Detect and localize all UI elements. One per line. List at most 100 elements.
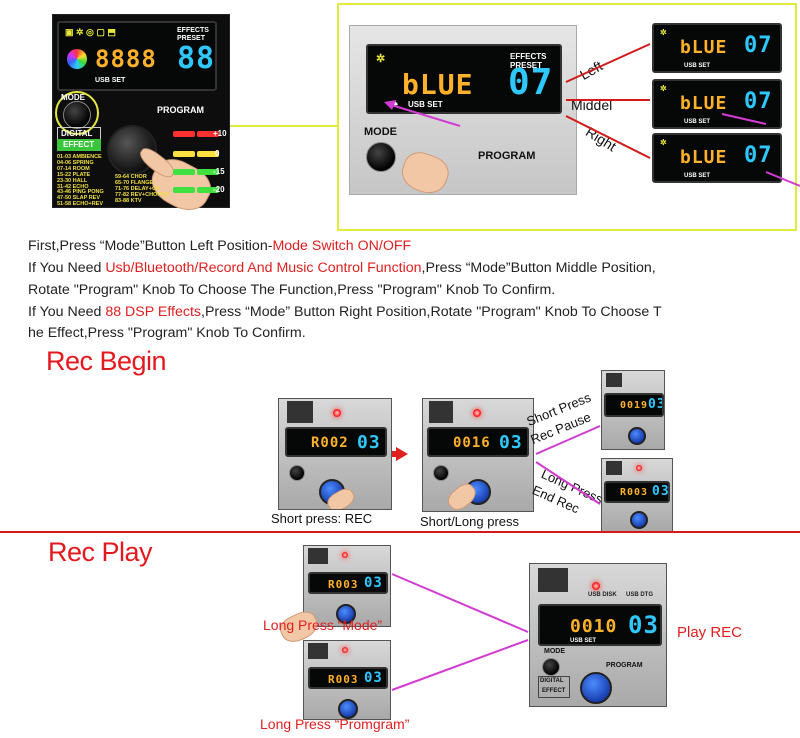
rec-play-panel-1: R003 03: [303, 545, 391, 627]
mode-label: MODE: [61, 93, 85, 102]
status-led: [473, 409, 481, 417]
panel-lcd: 0019 03: [604, 393, 664, 417]
panel-display-orange: R003: [620, 487, 649, 498]
usb-port: [308, 643, 328, 659]
effect-list-item: 01-03 AMBIENCE: [57, 154, 102, 160]
panel-display-cyan: 03: [628, 611, 659, 639]
panel-display-orange: R002: [311, 435, 349, 451]
rec-begin-caption-1: Short press: REC: [271, 511, 373, 526]
status-led: [342, 552, 348, 558]
panel-mode-label: MODE: [544, 648, 565, 655]
status-led: [342, 647, 348, 653]
panel-usb-set: USB SET: [570, 638, 597, 644]
instruction-line-5: he Effect,Press "Program" Knob To Confir…: [28, 325, 306, 341]
panel-mode-button[interactable]: [289, 465, 305, 481]
zoom-mode-button[interactable]: [366, 142, 396, 172]
effect-list-item: 65-70 FLANGE: [115, 179, 154, 186]
panel-program-knob[interactable]: [580, 672, 612, 704]
effect-list-item: 04-06 SPRING: [57, 159, 94, 166]
instruction-line-2: If You Need Usb/Bluetooth/Record And Mus…: [28, 260, 656, 276]
position-usb-set: USB SET: [684, 119, 711, 125]
instruction-highlight: Mode Switch ON/OFF: [272, 238, 412, 254]
db-label: +10: [213, 129, 227, 138]
db-label: -15: [213, 167, 225, 176]
usb-dtg-label: USB DTG: [626, 592, 653, 598]
arrow-right-red: [396, 447, 408, 461]
vu-led: [197, 131, 219, 137]
position-display-cyan: 07: [744, 89, 773, 114]
panel-lcd: 0016 03: [427, 427, 529, 457]
program-knob[interactable]: [107, 125, 157, 175]
effect-list-item: 77-82 REV+CHORUS: [115, 191, 169, 198]
panel-mode-button[interactable]: [542, 658, 560, 676]
effect-list-item: 47-50 SLAP REV: [57, 195, 101, 202]
panel-program-knob[interactable]: [630, 511, 648, 529]
rec-begin-panel-4: R003 03: [601, 458, 673, 532]
vu-led: [173, 131, 195, 137]
panel-digital-label: DIGITAL: [540, 678, 564, 684]
lcd-icons-row: ▣ ✲ ◎ ▢ ⬒: [65, 27, 116, 37]
status-led: [636, 465, 642, 471]
effect-list-item: 15-22 PLATE: [57, 171, 91, 178]
position-display-orange: bLUE: [680, 147, 728, 168]
mode-button[interactable]: [63, 101, 91, 129]
vu-led: [197, 169, 219, 175]
panel-display-cyan: 03: [364, 575, 383, 591]
panel-display-orange: 0010: [570, 616, 618, 637]
play-line-2: [391, 639, 529, 691]
vu-led: [197, 151, 219, 157]
position-bt-icon: ✲: [660, 138, 667, 147]
instruction-line-3: Rotate "Program" Knob To Choose The Func…: [28, 282, 556, 298]
program-label: PROGRAM: [157, 105, 204, 115]
instruction-text: ,Press “Mode”Button Middle Position,: [421, 260, 656, 276]
panel-program-knob[interactable]: [628, 427, 646, 445]
color-wheel-icon: [67, 49, 87, 69]
zoom-effects-label: EFFECTS: [510, 52, 547, 61]
effect-list-item: 59-64 CHOR: [115, 174, 147, 180]
vu-led: [173, 187, 195, 193]
usb-port: [606, 373, 622, 387]
rec-begin-caption-2: Short/Long press: [420, 514, 520, 529]
instruction-highlight: 88 DSP Effects: [105, 304, 202, 320]
usb-port: [429, 401, 453, 423]
rec-begin-panel-3: 0019 03: [601, 370, 665, 450]
status-led: [592, 582, 600, 590]
rec-begin-panel-1: R002 03: [278, 398, 392, 510]
zoom-mode-label: MODE: [364, 126, 397, 138]
play-line-1: [391, 573, 529, 633]
panel-program-knob[interactable]: [338, 699, 358, 719]
zoom-program-label: PROGRAM: [478, 150, 536, 162]
effect-list-item: 71-76 DELAY+CH: [115, 185, 160, 192]
lcd-effects-label: EFFECTS: [177, 27, 209, 34]
arrow-shaft-red: [392, 451, 398, 457]
zoom-lcd: ✲ EFFECTS PRESET bLUE 07 USB SET ☁: [366, 44, 562, 114]
panel-program-knob[interactable]: [336, 604, 356, 624]
instruction-text: ,Press “Mode” Button Right Position,Rota…: [201, 304, 662, 320]
usb-port: [308, 548, 328, 564]
db-label: -20: [213, 185, 225, 194]
zoom-bt-icon: ✲: [376, 53, 386, 65]
callout-frame: ✲ EFFECTS PRESET bLUE 07 USB SET ☁ MODE …: [337, 3, 797, 231]
section-divider: [0, 531, 800, 533]
effect-list-item: 83-88 KTV: [115, 197, 142, 204]
position-display-orange: bLUE: [680, 93, 728, 114]
panel-mode-button[interactable]: [433, 465, 449, 481]
panel-display-orange: R003: [328, 673, 359, 686]
rec-begin-title: Rec Begin: [46, 346, 167, 376]
effect-list-item: 31-42 ECHO: [57, 183, 89, 190]
rec-play-title: Rec Play: [48, 537, 153, 567]
rec-begin-panel-2: 0016 03: [422, 398, 534, 512]
instruction-text: If You Need: [28, 304, 106, 320]
position-display-cyan: 07: [744, 33, 773, 58]
main-lcd-display: ▣ ✲ ◎ ▢ ⬒ EFFECTS PRESET 8888 88 USB SET: [57, 21, 217, 91]
position-bt-icon: ✲: [660, 84, 667, 93]
instruction-text: If You Need: [28, 260, 106, 276]
panel-display-cyan: 03: [652, 484, 670, 499]
status-led: [333, 409, 341, 417]
panel-program-label: PROGRAM: [606, 662, 643, 669]
db-label: 0: [215, 149, 220, 158]
play-rec-label: Play REC: [677, 624, 743, 641]
lcd-preset-label: PRESET: [177, 35, 206, 42]
